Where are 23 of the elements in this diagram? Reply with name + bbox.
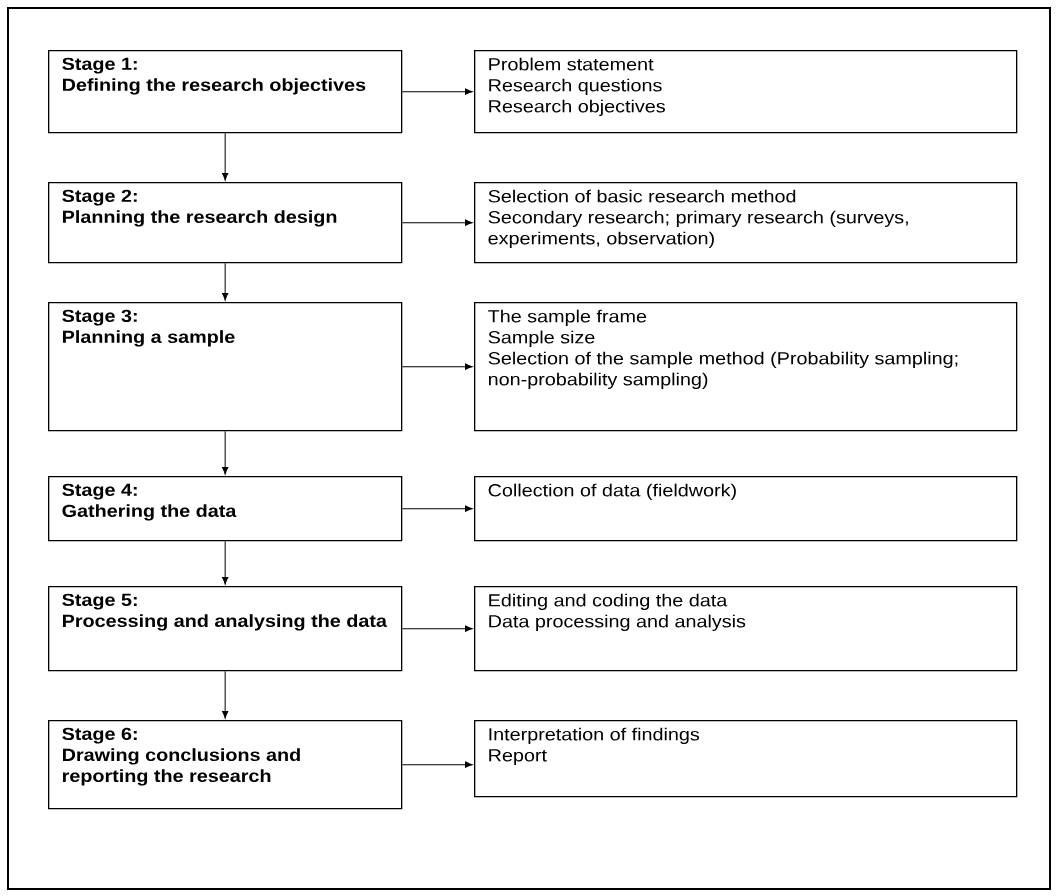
arrow xyxy=(401,625,473,632)
arrow xyxy=(401,363,473,370)
detail-box: Interpretation of findings Report xyxy=(474,720,1018,798)
arrow xyxy=(401,88,473,95)
stage-box: Stage 5: Processing and analysing the data xyxy=(48,586,403,672)
stage-box: Stage 6: Drawing conclusions and reporting the research xyxy=(48,720,403,810)
arrow xyxy=(222,670,229,719)
arrow xyxy=(401,219,473,226)
arrow xyxy=(401,761,473,768)
stage-box: Stage 4: Gathering the data xyxy=(48,476,403,542)
stage-box: Stage 1: Defining the research objectives xyxy=(48,50,403,134)
detail-box: The sample frame Sample size Selection of the sample method (Probability sampling; non-probability sampling) xyxy=(474,302,1018,432)
stage-box: Stage 2: Planning the research design xyxy=(48,182,403,264)
detail-box: Editing and coding the data Data processing and analysis xyxy=(474,586,1018,672)
detail-box: Collection of data (fieldwork) xyxy=(474,476,1018,542)
arrow xyxy=(401,505,473,512)
arrow xyxy=(222,132,229,181)
arrow xyxy=(222,540,229,585)
arrow xyxy=(222,262,229,301)
detail-box: Problem statement Research questions Research objectives xyxy=(474,50,1018,134)
arrow xyxy=(222,430,229,475)
detail-box: Selection of basic research method Secondary research; primary research (surveys, experiments, observation) xyxy=(474,182,1018,264)
stage-box: Stage 3: Planning a sample xyxy=(48,302,403,432)
